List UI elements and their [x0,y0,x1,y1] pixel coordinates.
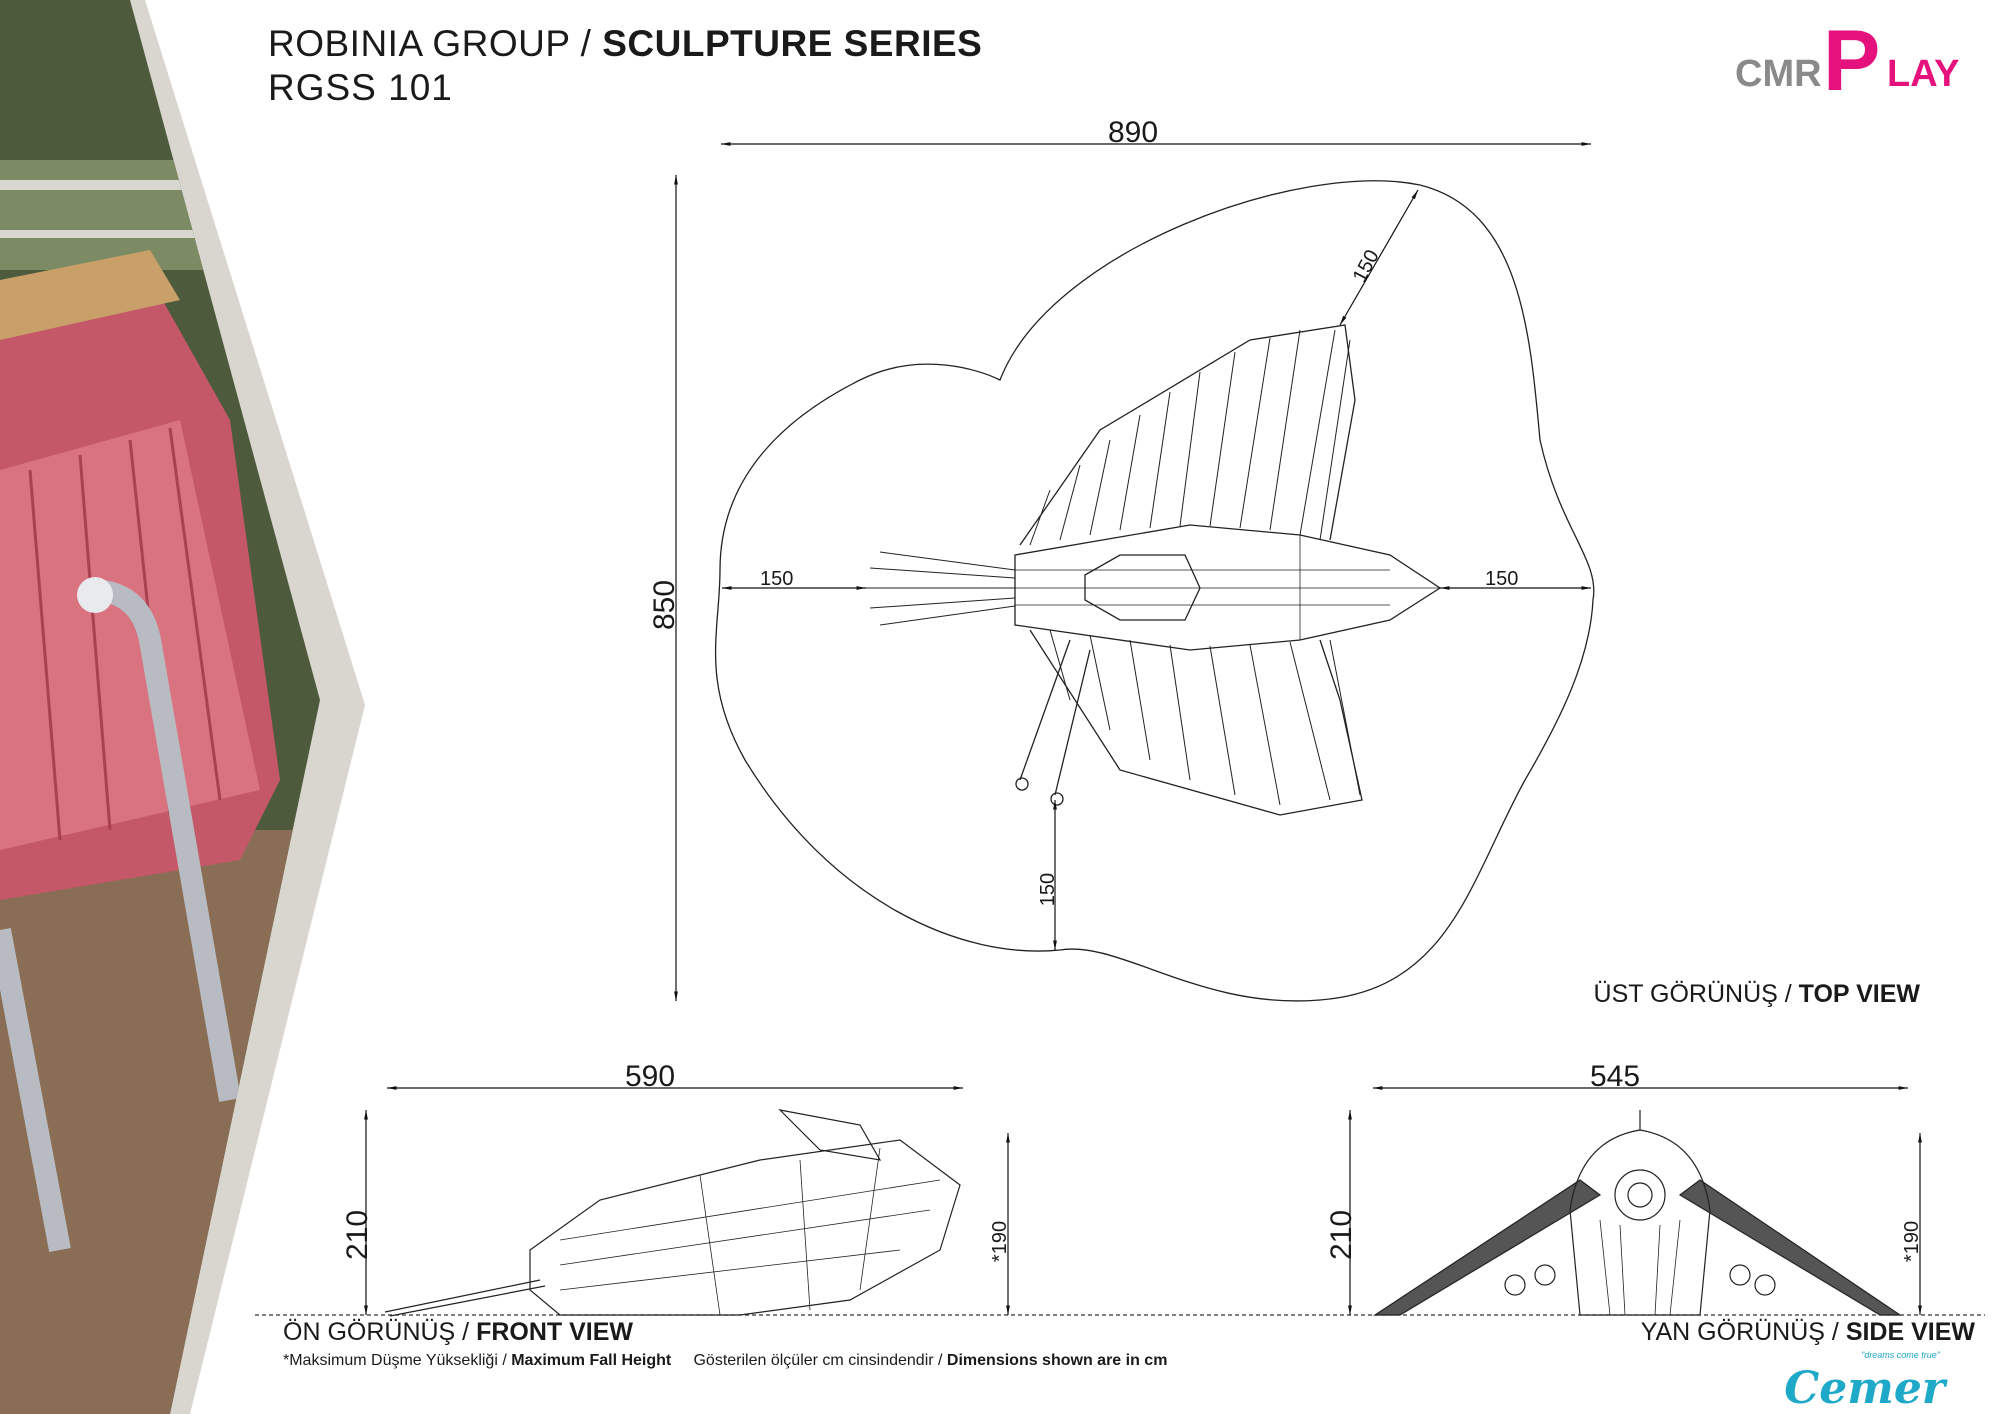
front-view-drawing [384,1109,961,1317]
side-view-dimensions [1348,1086,1922,1315]
front-view-dimensions [364,1086,1010,1315]
dim-top-width: 890 [1108,116,1159,149]
page-title: ROBINIA GROUP / SCULPTURE SERIES [268,23,983,64]
side-view-drawing [1372,1110,1902,1316]
front-view-label: ÖN GÖRÜNÜŞ / FRONT VIEW [283,1318,634,1346]
dim-side-fall-height: *190 [1901,1220,1924,1263]
dim-top-depth: 850 [648,579,682,631]
dim-front-fall-height: *190 [989,1220,1012,1263]
dim-clear-right: 150 [1485,568,1519,590]
top-view-drawing [714,180,1595,1002]
product-photo [0,0,365,1414]
side-view-label: YAN GÖRÜNÜŞ / SIDE VIEW [1640,1318,1975,1346]
dim-side-height: 210 [1325,1209,1359,1261]
cmrplay-logo: CMR P LAY [1735,13,1960,109]
dim-clear-left: 150 [760,568,794,590]
safety-zone-outline [714,180,1595,1002]
brand-tagline: "dreams come true" [1861,1350,1940,1360]
footnote: *Maksimum Düşme Yüksekliği / Maximum Fal… [283,1352,1168,1369]
product-code: RGSS 101 [268,67,453,108]
dim-front-height: 210 [341,1209,375,1261]
dim-front-width: 590 [625,1060,676,1093]
top-view-dimensions [674,142,1591,1001]
cemer-logo: Cemer [1784,1363,1945,1414]
dim-clear-bottom: 150 [1037,872,1060,907]
dim-side-width: 545 [1590,1060,1641,1093]
top-view-label: ÜST GÖRÜNÜŞ / TOP VIEW [1593,980,1920,1008]
